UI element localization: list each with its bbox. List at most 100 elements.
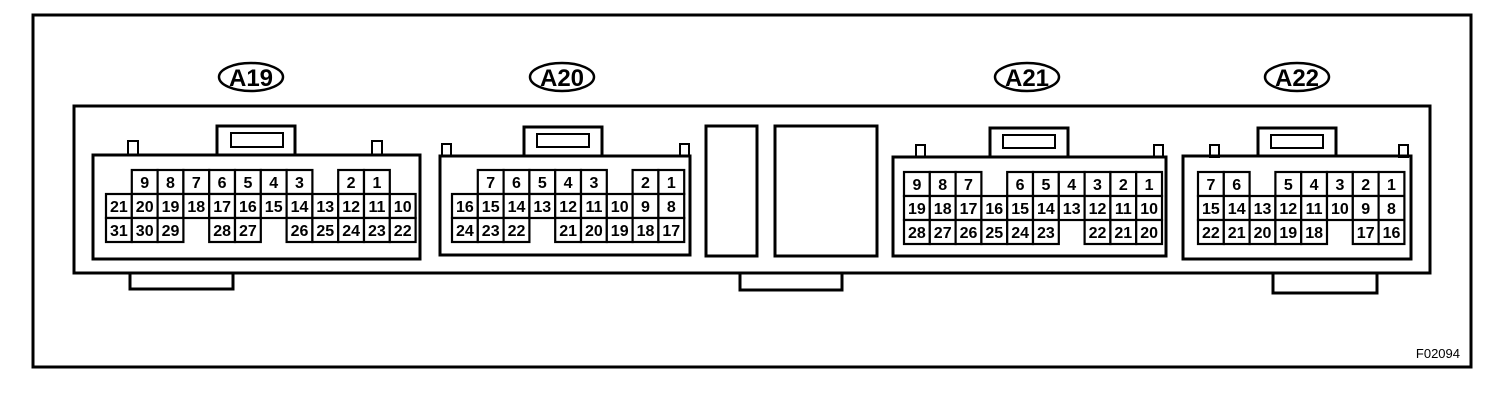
pin-cell [1300,218,1329,246]
pin-cell [156,216,185,244]
pin-label: 12 [342,199,360,216]
pin-cell [1135,194,1164,222]
pin-label: 28 [213,223,231,240]
pin-cell [1006,194,1035,222]
pin-cell [579,168,608,196]
pin-label: 14 [1228,201,1246,218]
pin-cell [311,216,340,244]
pin-cell [657,192,686,220]
pin-label: 19 [908,201,926,218]
pin-label: 1 [1145,177,1154,194]
pin-label: 15 [1202,201,1220,218]
pin-cell [476,216,505,244]
connector-id-a20: A20 [540,65,584,92]
pin-cell [1109,194,1138,222]
pin-label: 20 [1254,225,1272,242]
pin-cell [130,216,159,244]
connector-body-a20 [438,125,692,257]
pin-label: 1 [667,175,676,192]
pin-label: 26 [960,225,978,242]
pin-label: 21 [1114,225,1132,242]
pin-label: 22 [508,223,526,240]
pin-label: 23 [368,223,386,240]
pin-cell [928,194,957,222]
pin-label: 11 [1115,201,1132,218]
pin-cell [605,216,634,244]
connector-label-a19: A19 [217,61,285,93]
pin-cell [337,168,366,196]
connector-body-a22 [1181,126,1413,261]
pin-cell [285,168,314,196]
connector-label-a22: A22 [1263,61,1331,93]
pin-cell [1325,194,1354,222]
housing-tab-right [1271,273,1379,295]
pin-label: 12 [559,199,577,216]
pin-label: 8 [667,199,676,216]
pin-label: 4 [564,175,573,192]
pin-label: 29 [162,223,180,240]
pin-cell [388,192,417,220]
pin-cell [502,216,531,244]
pin-label: 31 [110,223,128,240]
pin-label: 25 [985,225,1003,242]
connector-body-a19 [91,124,422,261]
pin-label: 6 [1232,177,1241,194]
pin-cell [208,192,237,220]
pin-label: 24 [342,223,360,240]
pin-cell [233,168,262,196]
pin-cell [657,216,686,244]
pin-label: 8 [938,177,947,194]
pin-label: 10 [611,199,629,216]
pin-label: 27 [934,225,952,242]
pin-label: 6 [218,175,227,192]
pin-label: 26 [291,223,309,240]
pin-cell [104,216,133,244]
pin-label: 3 [1335,177,1344,194]
pin-label: 19 [611,223,629,240]
pin-cell [182,168,211,196]
pin-label: 17 [1357,225,1375,242]
pin-label: 22 [1202,225,1220,242]
pin-label: 21 [1228,225,1246,242]
center-block-left [704,124,759,258]
pin-label: 19 [1279,225,1297,242]
pin-label: 17 [213,199,231,216]
pin-label: 4 [1310,177,1319,194]
pin-label: 20 [1140,225,1158,242]
pin-label: 5 [1041,177,1050,194]
pin-label: 2 [641,175,650,192]
pin-label: 5 [1284,177,1293,194]
pin-label: 7 [964,177,973,194]
pin-label: 8 [166,175,175,192]
pin-label: 21 [559,223,577,240]
pin-cell [902,194,931,222]
pin-cell [1274,170,1303,198]
connector-label-a21: A21 [993,61,1061,93]
pin-label: 3 [1093,177,1102,194]
pin-label: 2 [1119,177,1128,194]
pin-label: 2 [1361,177,1370,194]
pin-cell [554,216,583,244]
pin-label: 6 [512,175,521,192]
pin-cell [233,216,262,244]
pin-label: 1 [372,175,381,192]
pin-label: 23 [1037,225,1055,242]
pin-label: 17 [662,223,680,240]
connector-id-a19: A19 [229,65,273,92]
pin-label: 22 [1089,225,1107,242]
pin-label: 10 [394,199,412,216]
ecu-housing [72,104,1432,275]
pin-label: 3 [295,175,304,192]
pin-label: 14 [291,199,309,216]
pin-label: 18 [1305,225,1323,242]
pin-label: 30 [136,223,154,240]
pin-label: 7 [486,175,495,192]
pin-label: 24 [456,223,474,240]
pin-label: 15 [1011,201,1029,218]
pin-label: 20 [136,199,154,216]
